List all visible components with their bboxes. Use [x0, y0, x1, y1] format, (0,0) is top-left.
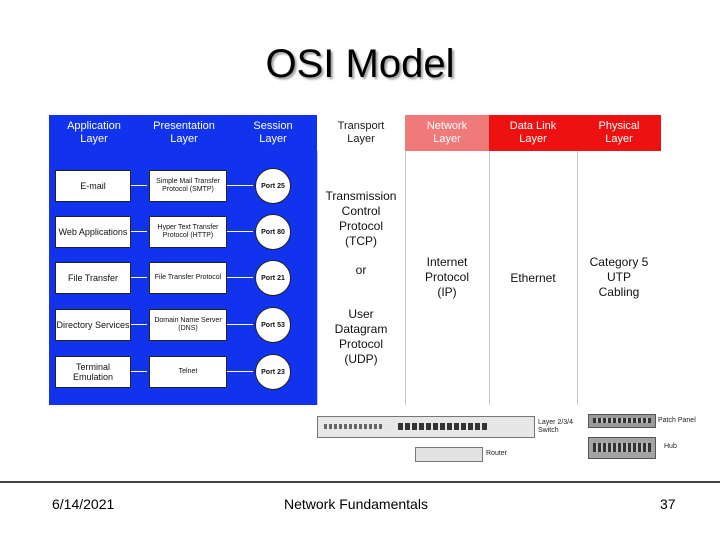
arrow-connector — [227, 277, 253, 278]
network-protocol-label: Internet Protocol (IP) — [424, 255, 470, 299]
layer-header: Transport Layer — [317, 115, 405, 151]
patch-panel-label: Patch Panel — [658, 417, 696, 424]
footer-page-number: 37 — [660, 496, 676, 512]
layer-header: Session Layer — [229, 115, 317, 151]
arrow-connector — [131, 185, 147, 186]
arrow-connector — [227, 324, 253, 325]
physical-medium-label: Category 5 UTP Cabling — [589, 255, 649, 299]
port-circle: Port 80 — [255, 214, 291, 250]
port-circle: Port 25 — [255, 168, 291, 204]
application-box: File Transfer — [55, 262, 131, 294]
protocol-box: Simple Mail Transfer Protocol (SMTP) — [149, 170, 227, 202]
arrow-connector — [227, 371, 253, 372]
switch-label: Layer 2/3/4 Switch — [538, 419, 574, 434]
datalink-column — [489, 115, 578, 405]
arrow-connector — [131, 371, 147, 372]
arrow-connector — [227, 231, 253, 232]
protocol-box: Telnet — [149, 356, 227, 388]
hub-device — [588, 437, 656, 459]
arrow-connector — [227, 185, 253, 186]
application-box: Terminal Emulation — [55, 356, 131, 388]
tcp-label: Transmission Control Protocol (TCP) — [325, 189, 397, 248]
protocol-box: Hyper Text Transfer Protocol (HTTP) — [149, 216, 227, 248]
application-box: Web Applications — [55, 216, 131, 248]
layer-header: Data Link Layer — [489, 115, 577, 151]
or-label: or — [355, 263, 367, 277]
hub-label: Hub — [664, 443, 677, 450]
patch-panel-device — [588, 414, 656, 428]
arrow-connector — [131, 231, 147, 232]
slide-title: OSI Model — [265, 42, 455, 86]
datalink-protocol-label: Ethernet — [510, 271, 556, 285]
physical-column — [577, 115, 662, 405]
network-column — [405, 115, 490, 405]
protocol-box: File Transfer Protocol — [149, 262, 227, 294]
port-circle: Port 23 — [255, 354, 291, 390]
layer-header: Application Layer — [49, 115, 139, 151]
footer-date: 6/14/2021 — [52, 496, 115, 512]
port-circle: Port 53 — [255, 307, 291, 343]
layer-header: Presentation Layer — [139, 115, 229, 151]
transport-column — [317, 115, 406, 405]
footer-title: Network Fundamentals — [284, 496, 428, 512]
layer-header: Physical Layer — [577, 115, 661, 151]
arrow-connector — [131, 277, 147, 278]
slide-footer — [0, 481, 720, 542]
router-device — [415, 447, 483, 462]
protocol-box: Domain Name Server (DNS) — [149, 309, 227, 341]
arrow-connector — [131, 324, 147, 325]
router-label: Router — [486, 450, 508, 457]
application-box: Directory Services — [55, 309, 131, 341]
layer-header: Network Layer — [405, 115, 489, 151]
udp-label: User Datagram Protocol (UDP) — [334, 307, 388, 366]
port-circle: Port 21 — [255, 260, 291, 296]
application-box: E-mail — [55, 170, 131, 202]
switch-device — [317, 416, 535, 438]
